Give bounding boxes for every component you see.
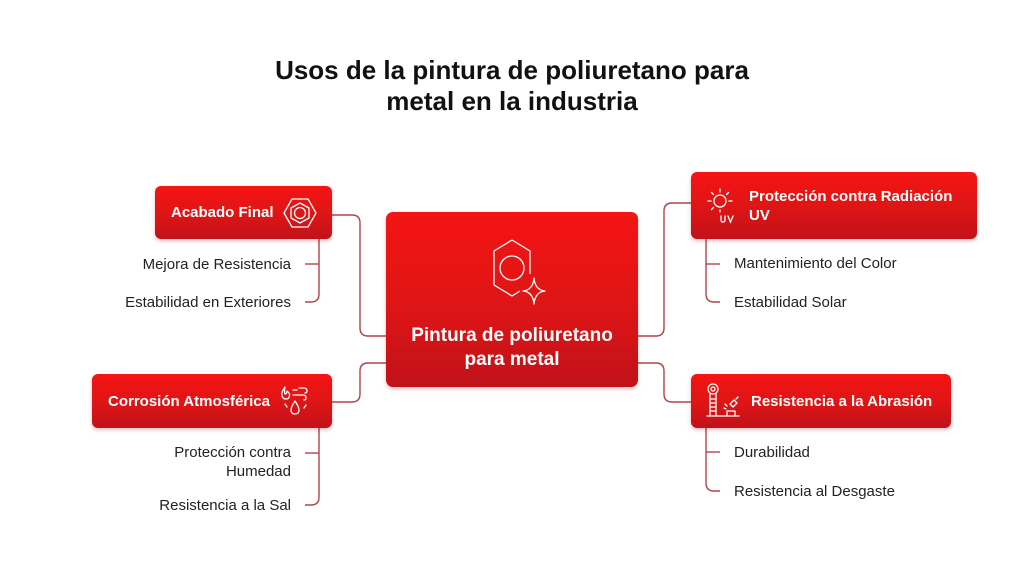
connector-corrosion-trunk bbox=[305, 428, 320, 506]
page-title: Usos de la pintura de poliuretano para m… bbox=[0, 55, 1024, 117]
branch-label: Protección contra Radiación UV bbox=[749, 187, 953, 224]
leaf-estabilidad-solar: Estabilidad Solar bbox=[734, 294, 847, 311]
center-node: Pintura de poliuretano para metal bbox=[386, 212, 638, 387]
branch-resistencia-abrasion: Resistencia a la Abrasión bbox=[691, 374, 951, 428]
leaf-estabilidad-exteriores: Estabilidad en Exteriores bbox=[125, 294, 291, 311]
connector-center-abrasion bbox=[638, 362, 691, 403]
hexagon-nut-icon bbox=[282, 197, 317, 228]
hexagon-nut-sparkle-icon bbox=[493, 239, 546, 305]
strength-tester-icon bbox=[706, 383, 740, 417]
connector-center-uv bbox=[638, 202, 691, 337]
title-line-2: metal en la industria bbox=[386, 86, 638, 116]
branch-corrosion-atmosferica: Corrosión Atmosférica bbox=[92, 374, 332, 428]
leaf-mejora-resistencia: Mejora de Resistencia bbox=[142, 256, 291, 273]
leaf-proteccion-humedad: Protección contra Humedad bbox=[174, 444, 291, 480]
title-line-1: Usos de la pintura de poliuretano para bbox=[275, 55, 749, 85]
branch-label: Acabado Final bbox=[171, 204, 274, 221]
leaf-resistencia-desgaste: Resistencia al Desgaste bbox=[734, 483, 895, 500]
connector-center-corrosion bbox=[332, 362, 386, 403]
weather-droplets-icon bbox=[281, 386, 308, 415]
center-label: Pintura de poliuretano para metal bbox=[411, 325, 613, 370]
branch-label: Corrosión Atmosférica bbox=[108, 392, 270, 410]
leaf-mantenimiento-color: Mantenimiento del Color bbox=[734, 255, 897, 272]
leaf-durabilidad: Durabilidad bbox=[734, 444, 810, 461]
sun-uv-icon bbox=[707, 187, 734, 224]
branch-label: Resistencia a la Abrasión bbox=[751, 392, 933, 410]
leaf-resistencia-sal: Resistencia a la Sal bbox=[159, 497, 291, 514]
connector-uv-trunk bbox=[705, 239, 720, 303]
connector-acabado-trunk bbox=[305, 239, 320, 303]
connector-center-acabado bbox=[332, 214, 386, 337]
branch-acabado-final: Acabado Final bbox=[155, 186, 332, 239]
branch-proteccion-radiacion-uv: Protección contra Radiación UV bbox=[691, 172, 977, 239]
connector-abrasion-trunk bbox=[705, 428, 720, 492]
